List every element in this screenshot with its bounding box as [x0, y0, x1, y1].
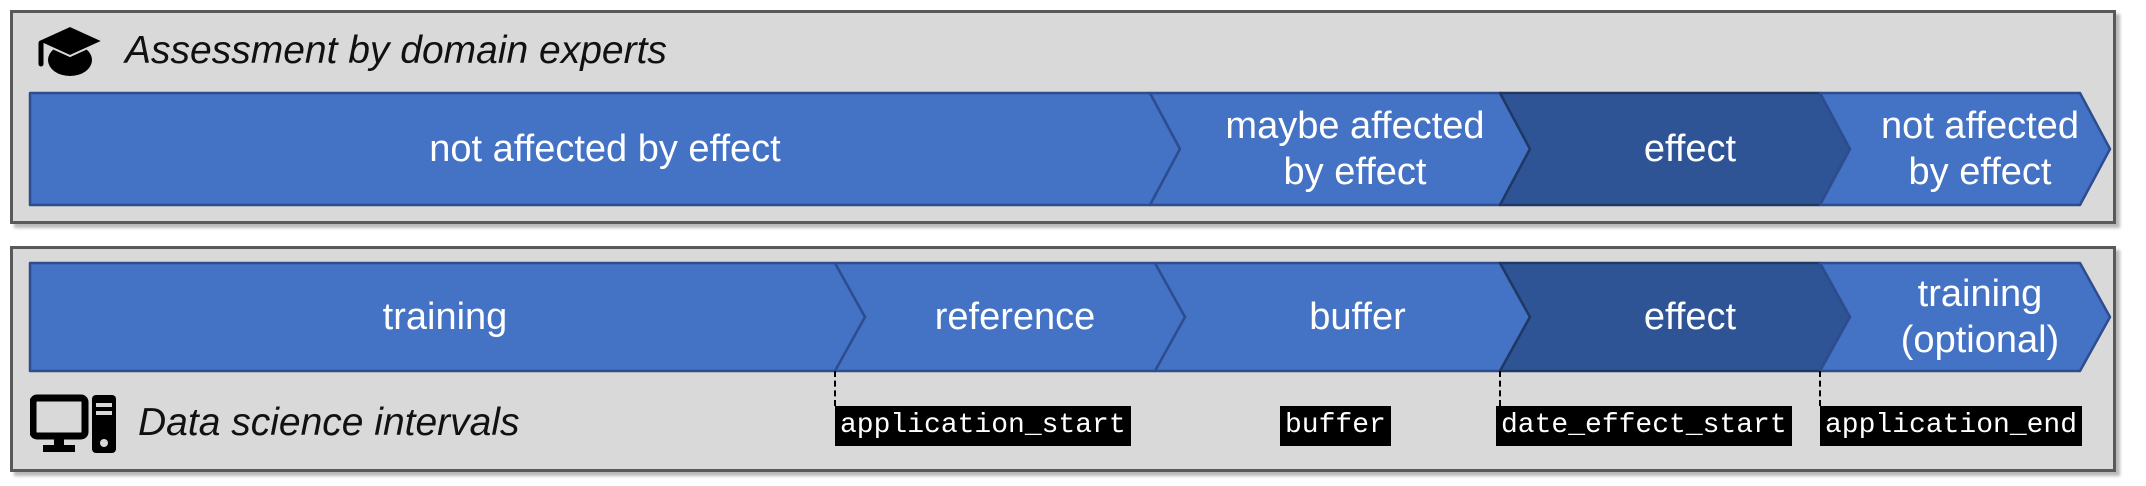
label-training: training	[382, 296, 508, 338]
dashed-line-application-end	[1819, 371, 1821, 406]
graduation-cap-icon	[34, 24, 105, 76]
segment-not-affected-2	[1818, 91, 2112, 207]
desktop-computer-icon	[30, 394, 116, 453]
label-effect-top: effect	[1643, 128, 1737, 170]
marker-application-start: application_start	[835, 406, 1131, 446]
experts-title: Assessment by domain experts	[125, 28, 667, 72]
datascience-title: Data science intervals	[138, 400, 520, 444]
dashed-line-date-effect-start	[1499, 371, 1501, 406]
label-not-affected-2: not affected by effect	[1881, 105, 2079, 193]
label-reference: reference	[934, 296, 1096, 338]
dashed-line-application-start	[834, 371, 836, 406]
marker-buffer: buffer	[1280, 406, 1391, 446]
label-buffer: buffer	[1309, 296, 1406, 338]
segment-training-optional	[1818, 261, 2112, 373]
marker-date-effect-start: date_effect_start	[1496, 406, 1792, 446]
label-effect-bottom: effect	[1643, 296, 1737, 338]
marker-application-end: application_end	[1820, 406, 2083, 446]
label-not-affected-1: not affected by effect	[429, 128, 781, 170]
experts-header: Assessment by domain experts	[33, 22, 667, 82]
label-maybe-affected: maybe affected by effect	[1225, 105, 1485, 193]
label-training-optional: training (optional)	[1900, 273, 2060, 361]
datascience-header: Data science intervals	[30, 392, 520, 456]
